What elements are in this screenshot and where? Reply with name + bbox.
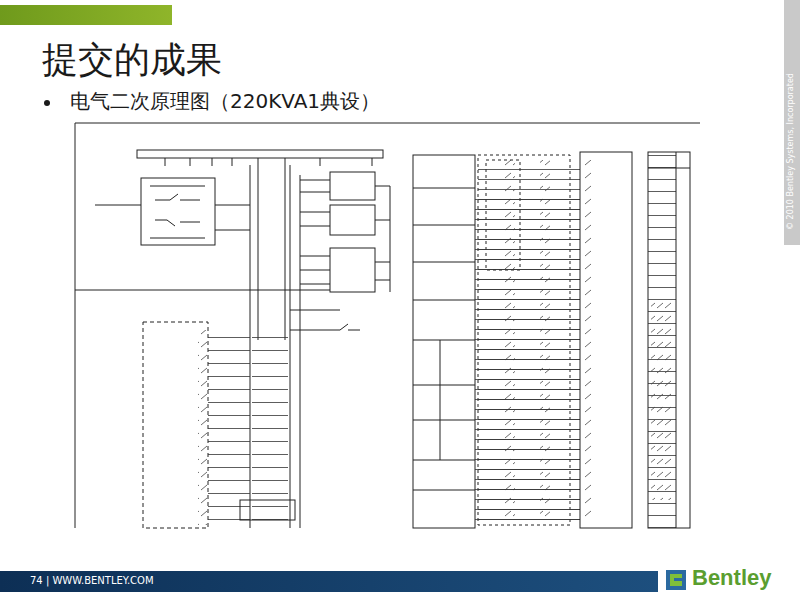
bullet-dot (44, 100, 50, 106)
bullet-text: 电气二次原理图（220KVA1典设） (70, 88, 380, 115)
slide-title: 提交的成果 (42, 36, 222, 85)
copyright-text: © 2010 Bentley Systems, Incorporated (786, 73, 795, 230)
side-strip (784, 0, 800, 245)
logo-text: Bentley (692, 565, 771, 591)
schematic (75, 123, 700, 528)
footer-bar (0, 571, 658, 592)
logo-icon (666, 570, 686, 590)
footer-text: 74 | WWW.BENTLEY.COM (30, 575, 154, 586)
accent-bar (0, 5, 172, 25)
logo-ground (658, 560, 800, 600)
